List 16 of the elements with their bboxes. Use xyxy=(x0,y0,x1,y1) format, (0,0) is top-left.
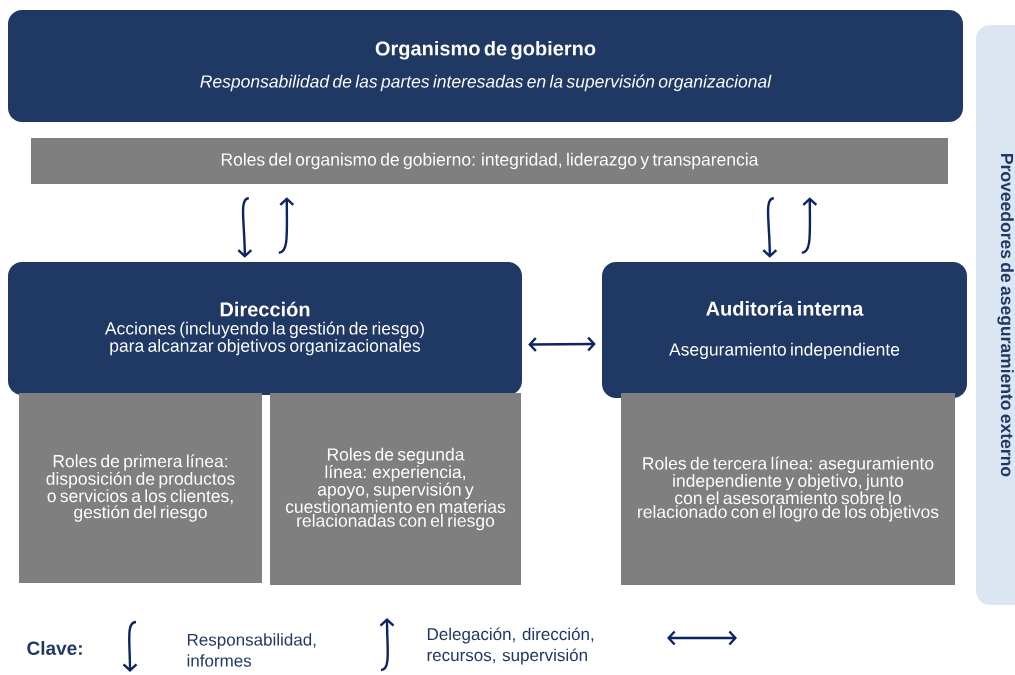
arrow xyxy=(762,197,778,258)
arrow xyxy=(278,197,295,254)
roles-band: Roles del organismo de gobierno: integridad, liderazgo y transparencia xyxy=(31,138,948,184)
internal-audit-box: Auditoría interna Aseguramiento independiente xyxy=(602,262,967,398)
arrow xyxy=(801,197,818,254)
key-heading: Clave: xyxy=(27,641,82,655)
management-box: Dirección Acciones (incluyendo la gestión de riesgo) para alcanzar objetivos organizacionales xyxy=(8,262,522,395)
legend-text: Responsabilidad, informes xyxy=(187,633,316,667)
role-box: Roles de segunda línea: experiencia, apoyo, supervisión y cuestionamiento en materias relacionadas con el riesgo xyxy=(270,393,521,585)
arrow xyxy=(528,336,596,352)
side-band: Proveedores de aseguramiento externo xyxy=(976,25,1015,605)
role-box: Roles de primera línea: disposición de productos o servicios a los clientes, gestión del riesgo xyxy=(19,393,262,583)
arrow xyxy=(237,197,253,258)
legend-text: Delegación, dirección, recursos, supervisión xyxy=(427,627,594,665)
role-box: Roles de tercera línea: aseguramiento independiente y objetivo, junto con el asesoramiento sobre lo relacionado con el logro de los objetivos xyxy=(621,393,955,585)
governing-body-box: Organismo de gobierno Responsabilidad de las partes interesadas en la supervisión organizacional xyxy=(8,10,963,122)
